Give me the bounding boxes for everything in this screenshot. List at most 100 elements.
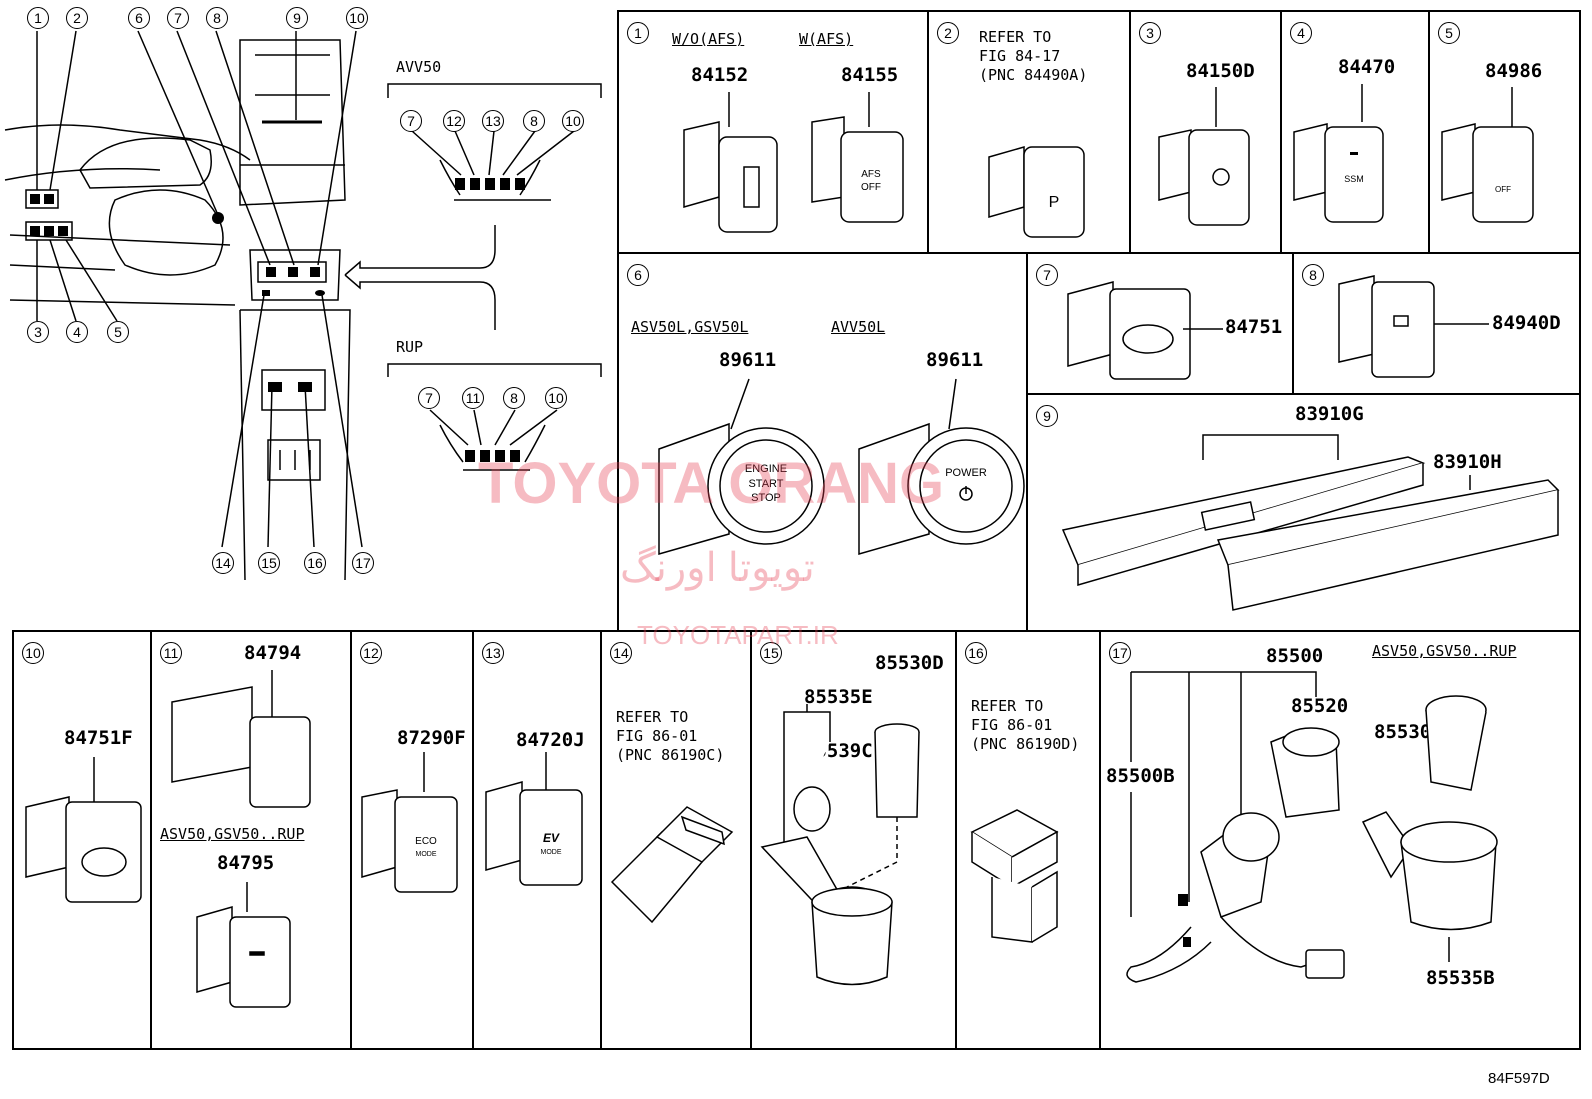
panel-6: 6 ASV50L,GSV50L AVV50L 89611 89611 ENGIN… <box>617 252 1028 632</box>
callout-9: 9 <box>286 7 308 29</box>
panel-number: 13 <box>482 642 504 664</box>
panel-7: 7 84751 <box>1026 252 1294 395</box>
switch-drawing <box>610 806 734 924</box>
rup-label: RUP <box>396 338 424 356</box>
engine-label: ENGINE <box>745 463 787 475</box>
callout-2: 2 <box>66 7 88 29</box>
panel-number: 10 <box>22 642 44 664</box>
part-number: 83910G <box>1295 403 1364 425</box>
variant-label: AVV50L <box>831 318 886 336</box>
part-number: 89611 <box>719 349 777 371</box>
switch-drawing <box>970 809 1059 943</box>
part-number: 85530 <box>1374 721 1432 743</box>
switch-drawing <box>171 670 311 1008</box>
switch-drawing: ECO MODE <box>361 752 458 893</box>
clock-panel-drawing <box>1061 434 1560 611</box>
dashboard-drawing <box>4 30 602 581</box>
panel-10: 10 84751F <box>12 630 152 1050</box>
reference-note: REFER TO FIG 84-17 (PNC 84490A) <box>979 28 1088 84</box>
svg-text:EV: EV <box>543 831 560 845</box>
avv50-label: AVV50 <box>396 58 442 76</box>
panel-5: 5 84986 OFF <box>1428 10 1581 254</box>
reference-note: REFER TO FIG 86-01 (PNC 86190D) <box>971 697 1080 753</box>
part-number: 84150D <box>1186 60 1255 82</box>
panel-number: 5 <box>1438 22 1460 44</box>
rup-callout: 11 <box>462 387 484 409</box>
part-number: 84751 <box>1225 316 1283 338</box>
callout-4: 4 <box>66 321 88 343</box>
socket-drawing <box>760 704 920 986</box>
variant-label: W(AFS) <box>799 30 854 48</box>
panel-9: 9 83910G 83910H <box>1026 393 1581 632</box>
callout-10: 10 <box>346 7 368 29</box>
panel-11: 11 84794 ASV50,GSV50..RUP 84795 <box>150 630 352 1050</box>
svg-text:MODE: MODE <box>541 849 562 856</box>
part-number: 89611 <box>926 349 984 371</box>
switch-drawing: EV MODE <box>485 752 583 886</box>
panel-number: 2 <box>937 22 959 44</box>
part-number: 87290F <box>397 727 466 749</box>
switch-drawing: SSM <box>1293 84 1384 223</box>
callout-17: 17 <box>352 552 374 574</box>
panel-number: 12 <box>360 642 382 664</box>
rup-callout: 10 <box>545 387 567 409</box>
panel-1: 1 W/O(AFS) W(AFS) 84152 84155 AFS OFF <box>617 10 929 254</box>
panel-number: 7 <box>1036 264 1058 286</box>
panel-number: 3 <box>1139 22 1161 44</box>
svg-text:AFS: AFS <box>861 169 881 180</box>
part-number: 85535B <box>1426 967 1495 989</box>
part-number: 84155 <box>841 64 899 86</box>
panel-8: 8 84940D <box>1292 252 1581 395</box>
panel-15: 15 85530D 85535E 85539C <box>750 630 957 1050</box>
part-number: 84470 <box>1338 56 1396 78</box>
callout-7: 7 <box>167 7 189 29</box>
avv50-callout: 8 <box>523 110 545 132</box>
panel-3: 3 84150D <box>1129 10 1282 254</box>
cigarette-lighter-drawing <box>1126 671 1498 983</box>
panel-17: 17 85500 85520 85500B ASV50,GSV50..RUP 8… <box>1099 630 1581 1050</box>
stop-label: STOP <box>751 492 781 504</box>
part-number: 84794 <box>244 642 302 664</box>
part-number: 84751F <box>64 727 133 749</box>
svg-text:OFF: OFF <box>1495 185 1511 194</box>
svg-text:OFF: OFF <box>861 182 881 193</box>
part-number: 85520 <box>1291 695 1349 717</box>
variant-label: W/O(AFS) <box>672 30 745 48</box>
avv50-callout: 7 <box>400 110 422 132</box>
callout-6: 6 <box>128 7 150 29</box>
panel-number: 15 <box>760 642 782 664</box>
svg-text:MODE: MODE <box>416 851 437 858</box>
part-number: 85500B <box>1106 765 1175 787</box>
switch-drawing: OFF <box>1441 87 1534 223</box>
part-number: 84720J <box>516 729 585 751</box>
switch-drawing: P <box>988 146 1085 238</box>
part-number: 83910H <box>1433 451 1502 473</box>
callout-15: 15 <box>258 552 280 574</box>
callout-3: 3 <box>27 321 49 343</box>
panel-number: 1 <box>627 22 649 44</box>
panel-number: 11 <box>160 642 182 664</box>
avv50-callout: 12 <box>443 110 465 132</box>
dimmer-drawing <box>1067 281 1223 380</box>
switch-drawing <box>1338 275 1489 378</box>
panel-number: 8 <box>1302 264 1324 286</box>
panel-16: 16 REFER TO FIG 86-01 (PNC 86190D) <box>955 630 1101 1050</box>
part-number: 85535E <box>804 686 873 708</box>
start-label: START <box>748 478 783 490</box>
panel-number: 6 <box>627 264 649 286</box>
panel-number: 16 <box>965 642 987 664</box>
panel-12: 12 87290F ECO MODE <box>350 630 474 1050</box>
callout-16: 16 <box>304 552 326 574</box>
variant-label: ASV50,GSV50..RUP <box>160 825 305 843</box>
panel-number: 17 <box>1109 642 1131 664</box>
svg-text:SSM: SSM <box>1344 174 1364 184</box>
panel-number: 14 <box>610 642 632 664</box>
power-label: POWER <box>945 467 987 479</box>
svg-text:P: P <box>1049 194 1060 211</box>
push-button-drawing: ENGINE START STOP POWER <box>658 378 1025 555</box>
avv50-callout: 10 <box>562 110 584 132</box>
part-number: 85530D <box>875 652 944 674</box>
svg-text:ECO: ECO <box>415 836 437 847</box>
dimmer-drawing <box>25 757 142 903</box>
panel-number: 4 <box>1290 22 1312 44</box>
